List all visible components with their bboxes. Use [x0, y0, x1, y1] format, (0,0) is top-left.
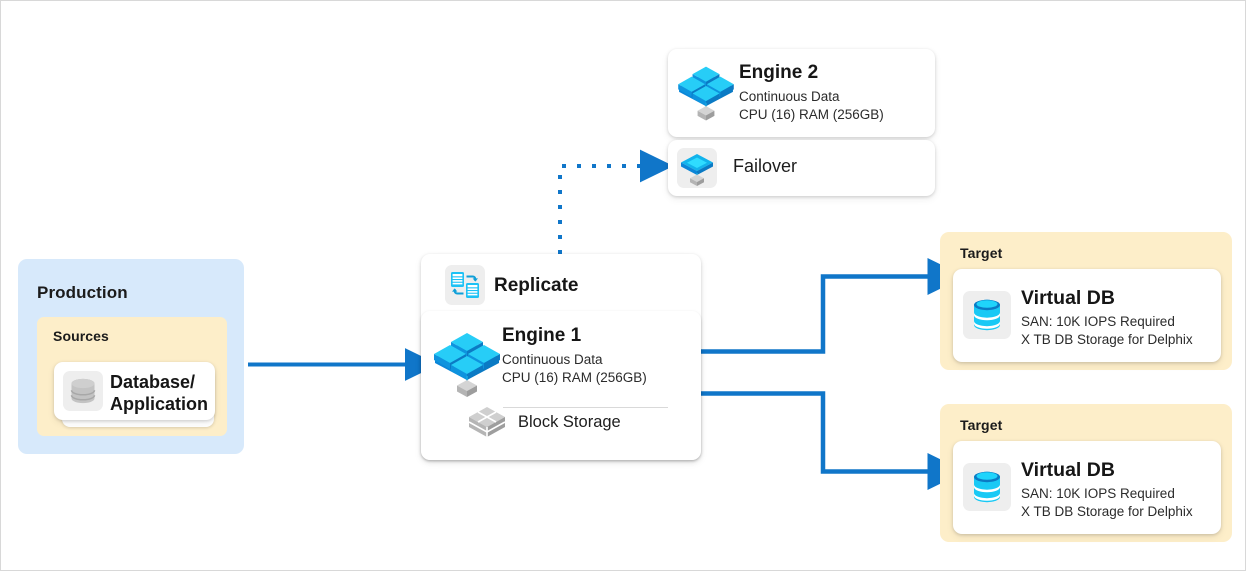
target-card-1[interactable]: Virtual DB SAN: 10K IOPS Required X TB D…: [953, 269, 1221, 362]
engine1-card[interactable]: Engine 1 Continuous Data CPU (16) RAM (2…: [421, 311, 701, 460]
sources-zone-title: Sources: [53, 328, 109, 344]
target-card-1-title: Virtual DB: [1021, 287, 1115, 309]
source-card-title-line1: Database/: [110, 372, 196, 392]
virtual-db-icon-tile-2: [963, 463, 1011, 511]
engine1-divider: [503, 407, 668, 408]
connector-engine1-to-target-1: [701, 258, 966, 354]
production-zone-title: Production: [37, 283, 128, 302]
failover-diamond-icon: [681, 154, 713, 186]
target-card-1-line1: SAN: 10K IOPS Required: [1021, 314, 1175, 329]
target-zone-2-title: Target: [960, 417, 1003, 433]
engine1-line2: CPU (16) RAM (256GB): [502, 370, 647, 385]
block-storage-icon: [468, 407, 506, 437]
engine-cube-icon: [678, 66, 734, 121]
failover-card[interactable]: Failover: [668, 140, 935, 196]
virtual-db-icon: [974, 299, 1000, 331]
block-storage-label: Block Storage: [518, 413, 621, 431]
target-card-2-line2: X TB DB Storage for Delphix: [1021, 504, 1193, 519]
failover-diamond-icon-tile: [677, 148, 717, 188]
database-grey-icon: [70, 378, 96, 404]
engine2-line2: CPU (16) RAM (256GB): [739, 107, 884, 122]
target-card-1-line2: X TB DB Storage for Delphix: [1021, 332, 1193, 347]
virtual-db-icon: [974, 471, 1000, 503]
source-card-title: Database/ Application: [110, 372, 208, 415]
source-card-title-line2: Application: [110, 393, 208, 414]
replicate-sync-icon-tile: [445, 265, 485, 305]
target-card-2-title: Virtual DB: [1021, 459, 1115, 481]
target-zone-1-title: Target: [960, 245, 1003, 261]
engine1-line1: Continuous Data: [502, 352, 603, 367]
connector-engine1-to-target-2: [701, 391, 966, 490]
source-card-database-application[interactable]: Database/ Application: [54, 362, 215, 420]
engine2-line1: Continuous Data: [739, 89, 840, 104]
target-card-2-line1: SAN: 10K IOPS Required: [1021, 486, 1175, 501]
target-card-2[interactable]: Virtual DB SAN: 10K IOPS Required X TB D…: [953, 441, 1221, 534]
database-grey-icon-tile: [63, 371, 103, 411]
connector-engine1-to-failover: [558, 149, 674, 254]
engine2-title: Engine 2: [739, 62, 819, 83]
replicate-label: Replicate: [494, 275, 579, 296]
failover-label: Failover: [733, 156, 798, 176]
replicate-sync-icon: [451, 272, 479, 298]
engine2-card[interactable]: Engine 2 Continuous Data CPU (16) RAM (2…: [668, 49, 935, 137]
virtual-db-icon-tile-1: [963, 291, 1011, 339]
engine-cube-icon: [434, 333, 500, 397]
engine1-title: Engine 1: [502, 325, 582, 346]
